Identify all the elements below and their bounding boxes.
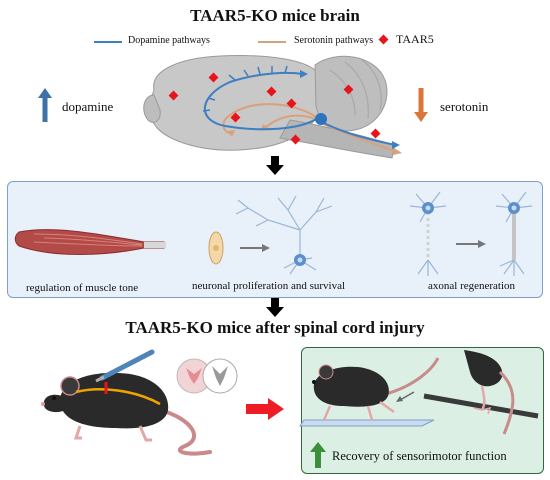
regenerated-neuron	[495, 191, 533, 276]
brain-illustration	[143, 55, 402, 159]
muscle-illustration	[14, 229, 166, 255]
recovery-up-arrow	[310, 442, 326, 468]
red-arrow	[246, 398, 284, 420]
legend-serotonin-label: Serotonin pathways	[294, 35, 374, 46]
legend-taar5-label: TAAR5	[396, 32, 434, 46]
neuronal-progenitor-cell	[208, 231, 224, 265]
recovered-mouse-illustration	[299, 350, 539, 435]
legend-dopamine-line	[94, 41, 122, 43]
down-arrow-2	[266, 298, 284, 317]
serotonin-label: serotonin	[440, 99, 489, 114]
dopamine-up-arrow	[38, 88, 52, 122]
arrow-proliferation	[240, 244, 270, 252]
arrow-regeneration	[456, 240, 486, 248]
bottom-title: TAAR5-KO mice after spinal cord injury	[125, 318, 425, 337]
mature-neuron	[235, 195, 333, 275]
effect-label-proliferation: neuronal proliferation and survival	[192, 280, 346, 292]
top-title: TAAR5-KO mice brain	[190, 6, 360, 25]
damaged-neuron	[409, 191, 447, 276]
effect-label-muscle: regulation of muscle tone	[26, 282, 139, 294]
effect-label-regeneration: axonal regeneration	[428, 280, 516, 292]
legend-serotonin-line	[258, 41, 286, 43]
recovery-label: Recovery of sensorimotor function	[332, 449, 507, 463]
legend-dopamine-label: Dopamine pathways	[128, 35, 210, 46]
legend-taar5-marker	[378, 34, 389, 45]
injured-mouse-illustration	[41, 349, 212, 456]
down-arrow-1	[266, 156, 284, 175]
dopamine-label: dopamine	[62, 99, 114, 114]
serotonin-down-arrow	[414, 88, 428, 122]
spinal-cord-cross-section	[176, 358, 238, 394]
